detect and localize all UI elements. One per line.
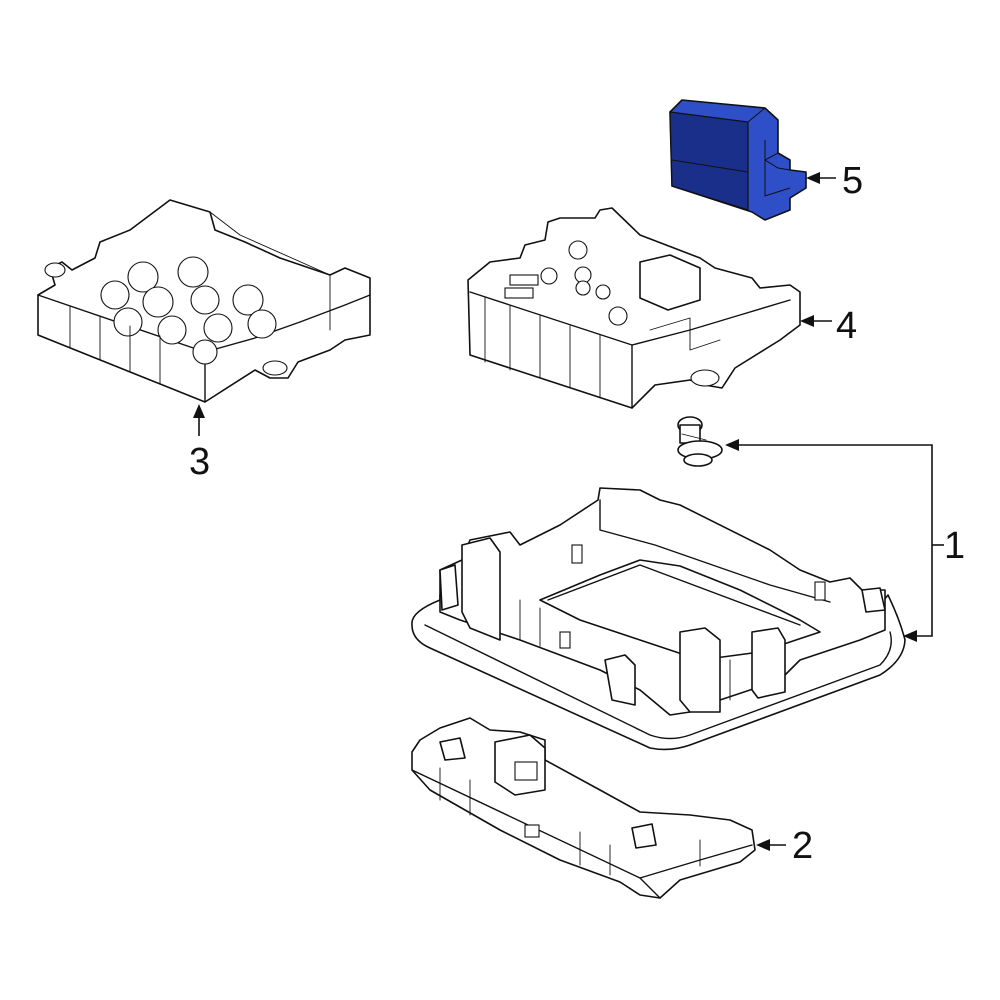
callout-1-arrowhead-bottom bbox=[903, 630, 917, 642]
part-1-window bbox=[539, 559, 821, 661]
callout-1-label: 1 bbox=[944, 525, 965, 567]
callout-4-label: 4 bbox=[836, 305, 857, 347]
part-1-slot-a bbox=[571, 544, 583, 564]
part-3-ear-left bbox=[44, 262, 66, 278]
callout-2-label: 2 bbox=[792, 825, 813, 867]
part-3-cup-3 bbox=[100, 280, 130, 310]
part-2-tab-right bbox=[631, 823, 657, 849]
part-3-rail bbox=[209, 211, 331, 331]
part-3-cup-5 bbox=[190, 285, 220, 315]
part-3-cup-8 bbox=[157, 315, 187, 345]
part-1-post-right bbox=[679, 627, 721, 713]
callout-3-arrowhead bbox=[193, 404, 205, 418]
part-1-slot-b bbox=[814, 581, 826, 601]
part-3-bracket-tray[interactable] bbox=[37, 199, 371, 403]
part-2-lamp-lens[interactable] bbox=[411, 717, 756, 899]
callout-2[interactable]: 2 bbox=[756, 825, 813, 867]
part-3-cup-10 bbox=[247, 309, 277, 339]
part-1-post-front bbox=[604, 654, 636, 706]
part-4-rib bbox=[649, 317, 721, 351]
clip-foot bbox=[683, 453, 713, 467]
part-5-control-unit[interactable] bbox=[669, 99, 807, 221]
part-5-step bbox=[763, 152, 791, 171]
part-4-hole-6 bbox=[608, 306, 628, 326]
callout-1-bracket bbox=[738, 444, 933, 637]
part-5-front-face bbox=[669, 111, 749, 211]
part-3-cup-1 bbox=[127, 261, 159, 293]
part-1-console-housing[interactable] bbox=[411, 487, 906, 751]
part-3-cup-11 bbox=[192, 339, 218, 365]
part-5-edge bbox=[671, 159, 749, 173]
callout-2-arrowhead bbox=[756, 839, 770, 851]
part-4-ear bbox=[690, 369, 720, 387]
part-1-clip-fastener[interactable] bbox=[677, 416, 723, 467]
part-3-cup-2 bbox=[177, 256, 209, 288]
part-4-right-edge bbox=[631, 299, 791, 346]
part-4-connector bbox=[639, 254, 701, 311]
part-1-tab-left bbox=[439, 564, 459, 611]
part-2-tab-left bbox=[439, 737, 466, 761]
callout-1-arrowhead-top bbox=[725, 439, 739, 451]
part-3-cup-9 bbox=[203, 313, 233, 343]
part-4-hole-1 bbox=[568, 240, 588, 260]
part-5-tab bbox=[764, 140, 791, 197]
part-3-cup-6 bbox=[232, 284, 264, 316]
callout-3[interactable]: 3 bbox=[189, 404, 210, 483]
part-4-control-module[interactable] bbox=[467, 207, 801, 409]
clip-ring bbox=[681, 433, 707, 441]
callout-5-label: 5 bbox=[842, 160, 863, 202]
callout-1[interactable]: 1 bbox=[725, 439, 965, 642]
part-1-tab-right bbox=[861, 587, 886, 613]
part-1-wall-line bbox=[599, 499, 831, 603]
part-4-hole-4 bbox=[575, 280, 591, 296]
callout-4[interactable]: 4 bbox=[800, 305, 857, 347]
part-3-cup-4 bbox=[142, 286, 174, 318]
part-4-slot bbox=[509, 274, 539, 286]
part-4-hole-3 bbox=[540, 267, 558, 285]
callout-4-arrowhead bbox=[800, 315, 814, 327]
part-2-lens-square bbox=[514, 761, 538, 781]
part-5-edge-2 bbox=[747, 107, 766, 123]
part-4-hole-5 bbox=[595, 284, 611, 300]
callout-3-label: 3 bbox=[189, 441, 210, 483]
part-1-inner-lip bbox=[547, 564, 801, 626]
part-3-right-edge bbox=[204, 294, 371, 353]
callout-5[interactable]: 5 bbox=[806, 160, 863, 202]
callout-5-arrowhead bbox=[806, 172, 820, 184]
part-3-ear-right bbox=[262, 360, 288, 376]
part-2-outline bbox=[411, 717, 756, 899]
part-3-cup-7 bbox=[113, 307, 143, 337]
part-1-base-inner bbox=[424, 624, 892, 740]
part-4-slot-2 bbox=[504, 287, 534, 299]
part-1-post-left bbox=[461, 537, 501, 641]
part-2-slot bbox=[524, 824, 540, 838]
part-1-slot-c bbox=[559, 631, 571, 649]
part-1-clip-boss bbox=[751, 627, 786, 699]
